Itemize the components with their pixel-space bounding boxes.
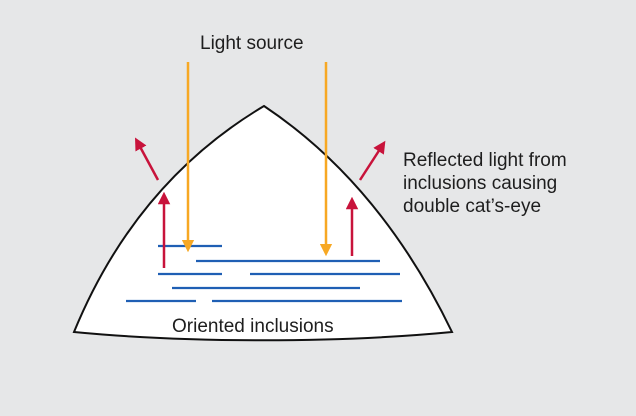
reflected-light-label: Reflected light from inclusions causing … <box>403 149 567 218</box>
oriented-inclusions <box>126 244 402 303</box>
reflected-label-line-1: Reflected light from <box>403 150 567 171</box>
light-source-label: Light source <box>200 33 304 54</box>
oriented-inclusions-label: Oriented inclusions <box>172 316 334 337</box>
reflected-label-line-2: inclusions causing <box>403 173 558 194</box>
reflected-label-line-3: double cat’s-eye <box>403 196 542 217</box>
reflected-arrow-outside-left <box>135 137 160 181</box>
reflected-arrow-outside-right <box>358 140 386 181</box>
reflected-light-arrows <box>135 137 386 268</box>
cabochon-stone <box>72 104 454 342</box>
incident-light-arrows <box>181 62 333 257</box>
